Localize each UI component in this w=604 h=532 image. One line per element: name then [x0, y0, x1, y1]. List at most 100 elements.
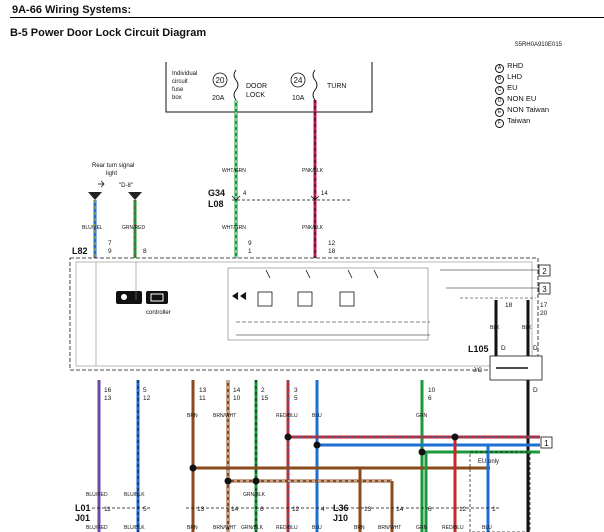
- wire-label: GRN: [416, 413, 428, 419]
- pin-number: 10: [428, 387, 436, 394]
- pin-number: 6: [260, 506, 264, 513]
- pin-number: 7: [108, 240, 112, 247]
- legend-label: LHD: [507, 72, 523, 81]
- pin-number: 17: [540, 302, 548, 309]
- wire-label: RED/BLU: [276, 413, 298, 419]
- fuse-box-label: circuit: [172, 79, 188, 85]
- variant-d: D: [533, 387, 538, 394]
- ref-box-label: 3: [542, 285, 547, 294]
- wire-label: RED/BLU: [442, 525, 464, 531]
- pin-number: 8: [143, 248, 147, 255]
- ref-box: [538, 264, 551, 277]
- relay-coil-icon: [339, 291, 355, 307]
- connector-l82: L82: [72, 246, 88, 256]
- wire-label: BRN/WHT: [213, 413, 236, 419]
- wire-label: BLK: [490, 325, 500, 331]
- legend-label: RHD: [507, 61, 524, 70]
- wire-label: BRN: [354, 525, 365, 531]
- wire-label: PNK/BLK: [302, 168, 324, 174]
- ref-box-label: 1: [544, 439, 549, 448]
- variant-d: D: [533, 345, 538, 352]
- junction-label: J/C: [473, 368, 483, 374]
- controller-label: controller: [146, 310, 171, 316]
- controller-module: controller: [69, 257, 539, 371]
- pin-number: 18: [505, 302, 513, 309]
- fuse-box-label: fuse: [172, 87, 184, 93]
- fuse-box-label: box: [172, 95, 182, 101]
- ref-box: [540, 436, 553, 449]
- bottom-wires: EU only 1: [97, 380, 553, 532]
- wire-label: GRN: [416, 525, 428, 531]
- legend-key-icon: C: [495, 86, 504, 95]
- relay-switch-icon: [265, 269, 379, 279]
- pin-number: 10: [233, 395, 241, 402]
- wire-label: GRN/RED: [122, 225, 145, 231]
- legend-item: C EU: [495, 83, 549, 95]
- fuse-symbol-icon: [233, 69, 239, 101]
- legend-key-icon: A: [495, 64, 504, 73]
- fuse-number-icon: [212, 72, 228, 88]
- bottom-pin-labels: 16 13 5 12 13 11 14 10 2 15 3 5 10 6 BRN…: [75, 387, 500, 531]
- page-header: 9A-66 Wiring Systems:: [4, 0, 604, 18]
- connector-j10: J10: [333, 513, 348, 523]
- connector-l105: L105: [468, 344, 489, 354]
- legend-key-icon: E: [495, 108, 504, 117]
- variant-legend: A RHD B LHD C EU D NON EU E NON Taiwan F…: [495, 61, 550, 128]
- pin-number: 14: [231, 506, 239, 513]
- arrow-icon: [98, 180, 105, 188]
- pin-number: 5: [143, 387, 147, 394]
- pin-number: 12: [459, 506, 467, 513]
- legend-label: Taiwan: [506, 116, 531, 125]
- legend-item: A RHD: [495, 61, 549, 73]
- wire-label: GRN/BLK: [243, 492, 266, 498]
- fuse-box-label: Individual: [172, 71, 197, 77]
- pin-number: 11: [104, 506, 111, 513]
- connector-l08: L08: [208, 199, 224, 209]
- legend-item: B LHD: [495, 72, 549, 84]
- pin-number: 5: [294, 395, 298, 402]
- legend-item: D NON EU: [495, 94, 549, 106]
- wire-label: BLU/RED: [86, 492, 108, 498]
- pin-number: 12: [328, 240, 336, 247]
- section-title: B-5 Power Door Lock Circuit Diagram: [10, 27, 207, 39]
- fuse-number: 24: [294, 76, 303, 85]
- wire-label: GRN/BLK: [241, 525, 264, 531]
- wire-label: BRN: [187, 525, 198, 531]
- wire-label: BRN/WHT: [213, 525, 236, 531]
- fuse-name: TURN: [327, 83, 346, 90]
- legend-label: NON Taiwan: [507, 105, 550, 114]
- wire-label: BLU: [312, 413, 322, 419]
- relay-coil-icon: [257, 291, 273, 307]
- pin-number: 12: [143, 395, 151, 402]
- pin-number: 9: [248, 240, 252, 247]
- connector-g34: G34: [208, 188, 225, 198]
- pin-number: 14: [233, 387, 241, 394]
- legend-label: NON EU: [507, 94, 537, 103]
- connector-icon: [88, 192, 102, 200]
- fuse-number-icon: [290, 72, 306, 88]
- wire-label: BRN: [187, 413, 198, 419]
- fuse-name: DOOR: [246, 83, 267, 90]
- header-rule: [10, 17, 604, 18]
- pin-number: 20: [540, 310, 548, 317]
- connector-j01: J01: [75, 513, 90, 523]
- wire-label: BLU/RED: [86, 525, 108, 531]
- pin-number: 4: [243, 191, 247, 197]
- relay-coil-icon: [297, 291, 313, 307]
- pin-number: 2: [261, 387, 265, 394]
- pin-number: 13: [199, 387, 207, 394]
- wire-label: RED/BLU: [276, 525, 298, 531]
- key-lock-icon: [116, 291, 142, 304]
- connector-l36: L36: [333, 503, 349, 513]
- document-id: S5RH0A910E015: [514, 42, 562, 48]
- connector-icon: [128, 192, 142, 200]
- pin-number: 5: [143, 506, 147, 513]
- legend-label: EU: [507, 83, 518, 92]
- pin-number: 13: [364, 506, 372, 513]
- ref-box-label: 2: [542, 267, 547, 276]
- diode-icon: [232, 292, 246, 300]
- connector-l01: L01: [75, 503, 91, 513]
- legend-item: E NON Taiwan: [495, 105, 550, 117]
- pin-number: 1: [248, 248, 252, 255]
